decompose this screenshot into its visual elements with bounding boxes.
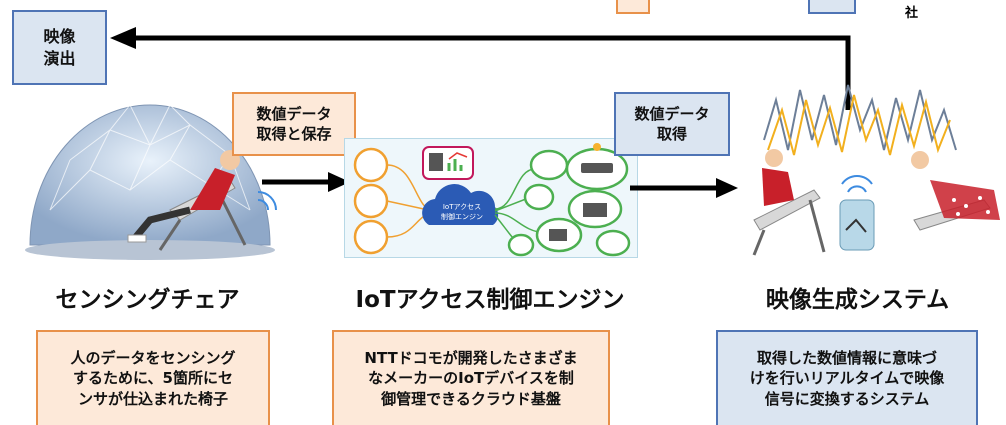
device-icon — [353, 147, 389, 183]
video-effect-box: 映像 演出 — [12, 10, 107, 85]
cloud-icon — [422, 184, 499, 225]
iot-engine-illustration: IoTアクセス 制御エンジン — [344, 138, 638, 258]
signal-waves-icon — [763, 84, 957, 156]
device-icon — [353, 219, 389, 255]
wifi-icon — [257, 191, 277, 211]
device-icon — [523, 183, 555, 211]
flow-label-acquire: 数値データ 取得 — [614, 92, 730, 156]
arrow-iot-to-video — [630, 178, 738, 198]
legend-blue-swatch — [808, 0, 856, 14]
legend-partial-label: 社 — [905, 6, 919, 21]
chair-icon — [911, 151, 1000, 231]
cloud-label-line2: 制御エンジン — [441, 212, 483, 221]
arrow-sensor-to-iot — [262, 172, 350, 192]
title-iot-engine: IoTアクセス制御エンジン — [355, 287, 625, 313]
chair-icon — [752, 149, 826, 256]
flow-label-collect-store: 数値データ 取得と保存 — [232, 92, 356, 156]
desc-sensing-chair: 人のデータをセンシング するために、5箇所にセ ンサが仕込まれた椅子 — [36, 330, 270, 425]
device-icon — [353, 183, 389, 219]
device-icon — [529, 149, 569, 181]
wifi-icon — [841, 175, 873, 193]
legend-orange-swatch — [616, 0, 650, 14]
sensing-chair-illustration — [25, 104, 277, 260]
title-video-system: 映像生成システム — [765, 287, 950, 313]
cloud-label-line1: IoTアクセス — [443, 203, 481, 211]
chair-icon — [127, 150, 247, 251]
device-icon — [507, 233, 535, 257]
desc-video-system: 取得した数値情報に意味づ けを行いリアルタイムで映像 信号に変換するシステム — [716, 330, 978, 425]
sensor-device-icon — [839, 199, 875, 251]
video-system-illustration — [752, 84, 1000, 256]
title-sensing-chair: センシングチェア — [55, 287, 240, 313]
desc-iot-engine: NTTドコモが開発したさまざま なメーカーのIoTデバイスを制 御管理できるクラ… — [332, 330, 610, 425]
analytics-icon — [422, 146, 474, 180]
device-icon — [595, 229, 631, 257]
